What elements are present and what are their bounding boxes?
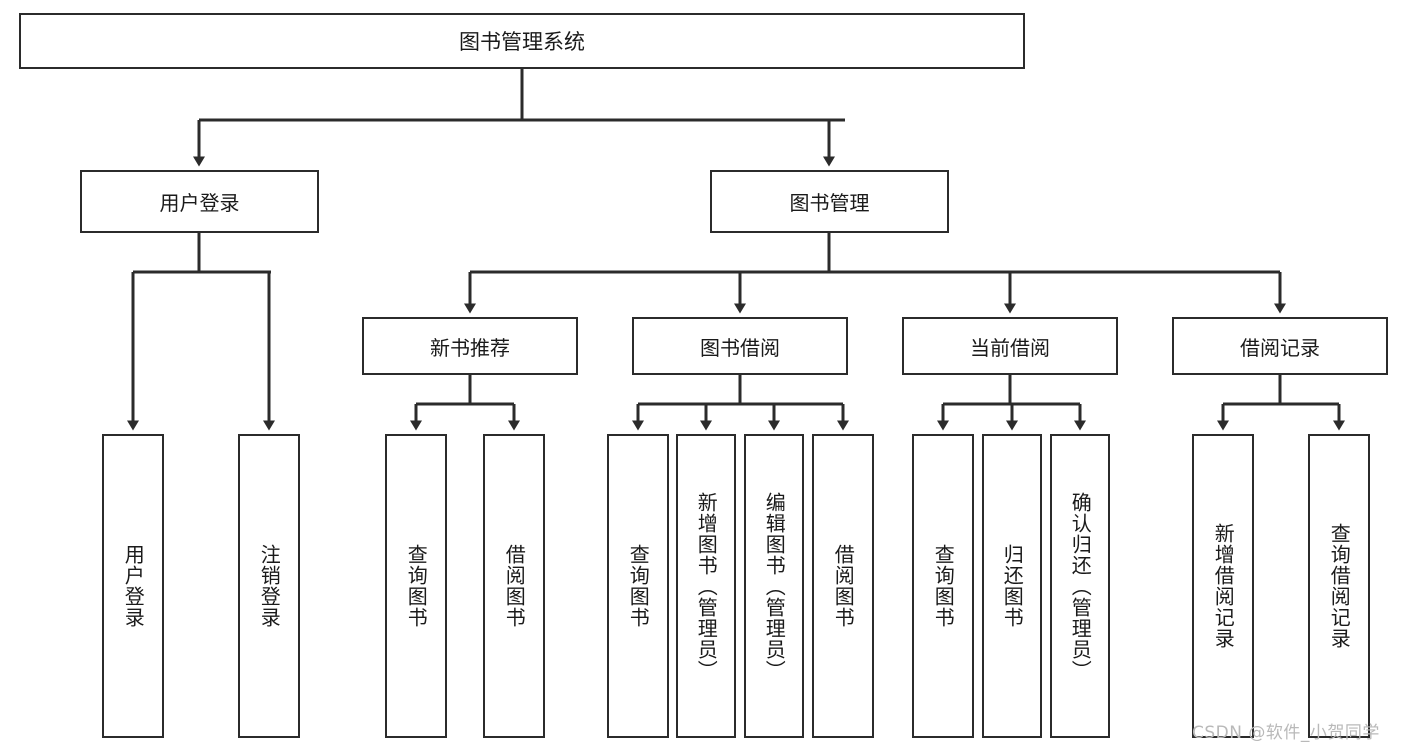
leaf-query-book-borrow[interactable]: 查询图书 — [607, 434, 669, 738]
leaf-add-borrow-record-label: 新增借阅记录 — [1211, 523, 1236, 649]
leaf-borrow-book[interactable]: 借阅图书 — [812, 434, 874, 738]
node-book-borrow[interactable]: 图书借阅 — [632, 317, 848, 375]
leaf-user-login[interactable]: 用户登录 — [102, 434, 164, 738]
node-new-book-recommend-label: 新书推荐 — [430, 335, 510, 360]
leaf-edit-book-admin-label: 编辑图书（管理员） — [762, 491, 787, 681]
leaf-query-book-current-label: 查询图书 — [931, 544, 956, 628]
node-current-borrow-label: 当前借阅 — [970, 335, 1050, 360]
leaf-query-book-recommend-label: 查询图书 — [404, 544, 429, 628]
watermark: CSDN @软件_小贺同学 — [1192, 723, 1380, 743]
node-borrow-record[interactable]: 借阅记录 — [1172, 317, 1388, 375]
leaf-borrow-book-recommend[interactable]: 借阅图书 — [483, 434, 545, 738]
leaf-query-book-current[interactable]: 查询图书 — [912, 434, 974, 738]
leaf-confirm-return-admin-label: 确认归还（管理员） — [1068, 491, 1093, 681]
leaf-query-book-recommend[interactable]: 查询图书 — [385, 434, 447, 738]
leaf-confirm-return-admin[interactable]: 确认归还（管理员） — [1050, 434, 1110, 738]
node-current-borrow[interactable]: 当前借阅 — [902, 317, 1118, 375]
leaf-user-login-label: 用户登录 — [121, 544, 146, 628]
node-book-management[interactable]: 图书管理 — [710, 170, 949, 233]
node-user-login[interactable]: 用户登录 — [80, 170, 319, 233]
node-book-borrow-label: 图书借阅 — [700, 335, 780, 360]
leaf-borrow-book-recommend-label: 借阅图书 — [502, 544, 527, 628]
leaf-return-book-label: 归还图书 — [1000, 544, 1025, 628]
node-borrow-record-label: 借阅记录 — [1240, 335, 1320, 360]
leaf-edit-book-admin[interactable]: 编辑图书（管理员） — [744, 434, 804, 738]
leaf-query-book-borrow-label: 查询图书 — [626, 544, 651, 628]
node-book-management-label: 图书管理 — [789, 191, 870, 215]
node-new-book-recommend[interactable]: 新书推荐 — [362, 317, 578, 375]
node-root[interactable]: 图书管理系统 — [19, 13, 1025, 69]
leaf-add-borrow-record[interactable]: 新增借阅记录 — [1192, 434, 1254, 738]
leaf-logout-label: 注销登录 — [257, 544, 282, 628]
leaf-logout[interactable]: 注销登录 — [238, 434, 300, 738]
leaf-borrow-book-label: 借阅图书 — [831, 544, 856, 628]
leaf-add-book-admin[interactable]: 新增图书（管理员） — [676, 434, 736, 738]
leaf-query-borrow-record-label: 查询借阅记录 — [1327, 523, 1352, 649]
leaf-query-borrow-record[interactable]: 查询借阅记录 — [1308, 434, 1370, 738]
leaf-add-book-admin-label: 新增图书（管理员） — [694, 491, 719, 681]
leaf-return-book[interactable]: 归还图书 — [982, 434, 1042, 738]
node-user-login-label: 用户登录 — [159, 191, 240, 215]
node-root-label: 图书管理系统 — [459, 30, 585, 54]
